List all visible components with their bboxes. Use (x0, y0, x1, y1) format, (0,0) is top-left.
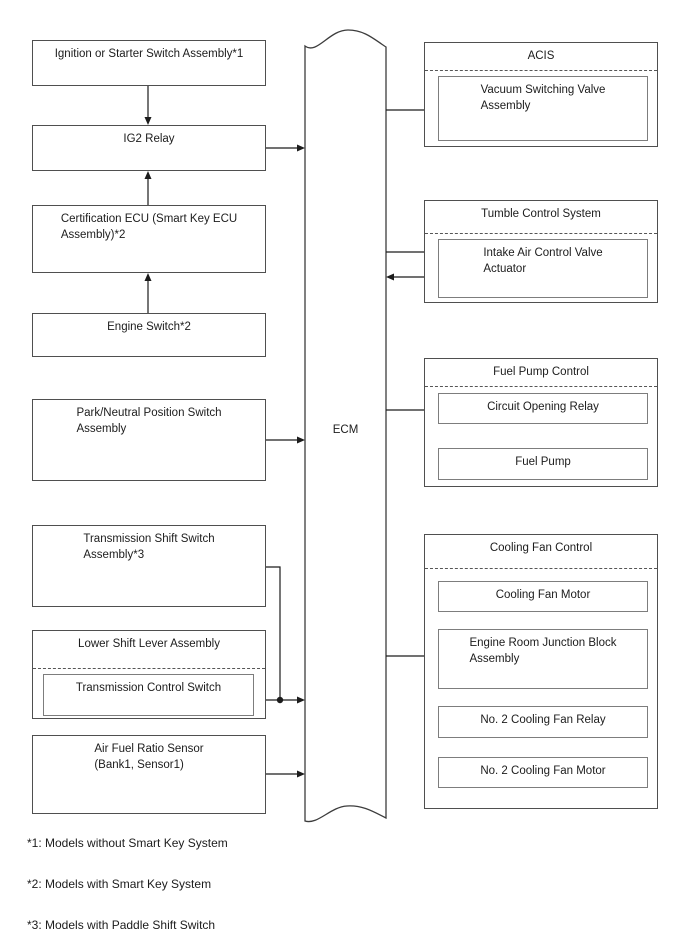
box-transmission-shift-switch: Transmission Shift Switch Assembly*3 (32, 525, 266, 607)
fuel-pump-label: Fuel Pump (515, 456, 571, 468)
acis-divider (425, 70, 657, 71)
tumble-divider (425, 233, 657, 234)
cooling-fan-divider (425, 568, 657, 569)
air-fuel-sensor-label: Air Fuel Ratio Sensor (Bank1, Sensor1) (94, 743, 204, 772)
box-ig2-relay: IG2 Relay (32, 125, 266, 171)
box-ignition-switch: Ignition or Starter Switch Assembly*1 (32, 40, 266, 86)
box-intake-air-control-valve: Intake Air Control Valve Actuator (438, 239, 648, 298)
cooling-fan-control-title: Cooling Fan Control (489, 542, 593, 554)
ecm-label: ECM (332, 424, 359, 436)
box-fuel-pump: Fuel Pump (438, 448, 648, 480)
transmission-control-switch-label: Transmission Control Switch (75, 682, 222, 694)
arrow-ignition-to-ig2 (144, 86, 152, 125)
park-neutral-switch-label: Park/Neutral Position Switch Assembly (76, 407, 222, 436)
arrow-ig2-to-ecm (266, 144, 305, 152)
box-lower-shift-lever: Lower Shift Lever Assembly Transmission … (32, 630, 266, 719)
box-fuel-pump-control: Fuel Pump Control Circuit Opening Relay … (424, 358, 658, 487)
box-transmission-control-switch: Transmission Control Switch (43, 674, 254, 716)
box-engine-switch: Engine Switch*2 (32, 313, 266, 357)
box-vacuum-switching-valve: Vacuum Switching Valve Assembly (438, 76, 648, 141)
footnote-3: *3: Models with Paddle Shift Switch (27, 918, 216, 932)
fuel-pump-divider (425, 386, 657, 387)
arrow-air-fuel-to-ecm (266, 770, 305, 778)
arrow-certification-to-ig2 (144, 171, 152, 205)
ig2-relay-label: IG2 Relay (123, 133, 175, 145)
acis-title: ACIS (527, 50, 555, 62)
no2-cooling-fan-relay-label: No. 2 Cooling Fan Relay (480, 714, 606, 726)
line-transmission-shift-junction (266, 566, 281, 700)
certification-ecu-label: Certification ECU (Smart Key ECU Assembl… (60, 213, 238, 242)
arrow-park-neutral-to-ecm (266, 436, 305, 444)
vacuum-switching-valve-label: Vacuum Switching Valve Assembly (480, 84, 606, 113)
box-acis: ACIS Vacuum Switching Valve Assembly (424, 42, 658, 147)
intake-air-control-valve-label: Intake Air Control Valve Actuator (483, 247, 603, 276)
junction-dot (276, 696, 284, 704)
box-no2-cooling-fan-motor: No. 2 Cooling Fan Motor (438, 757, 648, 788)
footnote-1: *1: Models without Smart Key System (27, 836, 228, 850)
no2-cooling-fan-motor-label: No. 2 Cooling Fan Motor (480, 765, 606, 777)
box-cooling-fan-motor: Cooling Fan Motor (438, 581, 648, 612)
arrow-engine-switch-to-certification (144, 273, 152, 313)
lower-shift-divider (33, 668, 265, 669)
lower-shift-lever-label: Lower Shift Lever Assembly (78, 638, 220, 650)
box-tumble-control-system: Tumble Control System Intake Air Control… (424, 200, 658, 303)
box-air-fuel-sensor: Air Fuel Ratio Sensor (Bank1, Sensor1) (32, 735, 266, 814)
cooling-fan-motor-label: Cooling Fan Motor (495, 589, 591, 601)
box-no2-cooling-fan-relay: No. 2 Cooling Fan Relay (438, 706, 648, 738)
box-cooling-fan-control: Cooling Fan Control Cooling Fan Motor En… (424, 534, 658, 809)
transmission-shift-switch-label: Transmission Shift Switch Assembly*3 (83, 533, 215, 562)
ignition-switch-label: Ignition or Starter Switch Assembly*1 (54, 48, 244, 60)
ecm-shape (304, 29, 387, 823)
footnote-2: *2: Models with Smart Key System (27, 877, 212, 891)
ecm-box: ECM (305, 422, 386, 438)
circuit-opening-relay-label: Circuit Opening Relay (487, 401, 599, 413)
box-circuit-opening-relay: Circuit Opening Relay (438, 393, 648, 424)
tumble-control-title: Tumble Control System (481, 208, 601, 220)
box-park-neutral-switch: Park/Neutral Position Switch Assembly (32, 399, 266, 481)
box-certification-ecu: Certification ECU (Smart Key ECU Assembl… (32, 205, 266, 273)
engine-switch-label: Engine Switch*2 (107, 321, 191, 333)
fuel-pump-control-title: Fuel Pump Control (493, 366, 589, 378)
box-engine-room-junction-block: Engine Room Junction Block Assembly (438, 629, 648, 689)
engine-room-junction-block-label: Engine Room Junction Block Assembly (469, 637, 617, 666)
